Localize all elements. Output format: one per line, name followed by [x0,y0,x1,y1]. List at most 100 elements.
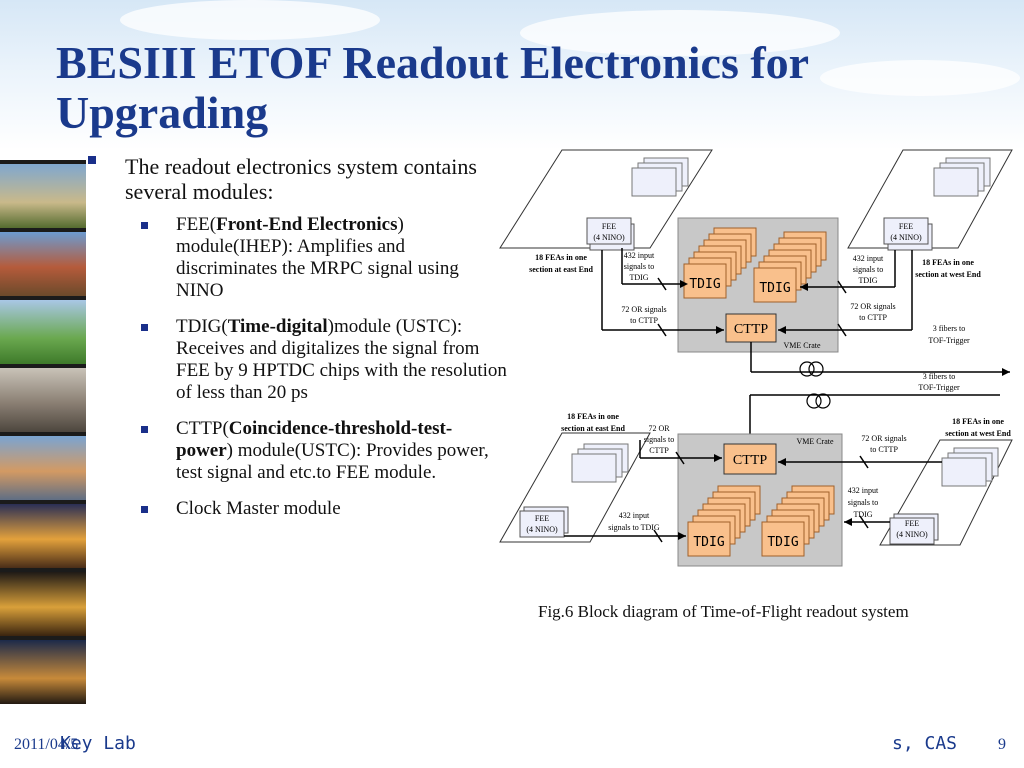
fee-block [889,517,935,545]
bullet-bold-term: Time-digital [227,316,328,337]
fee-label: FEE [899,222,913,231]
signal-label: CTTP [649,446,669,455]
fea-board [933,167,979,197]
campus-photo [0,504,86,568]
fea-board [631,167,677,197]
bullet-text: )module (USTC): Receives and digitalizes… [176,316,507,403]
signal-arrows [564,440,942,543]
signal-label: to CTTP [859,313,887,322]
fee-block [519,510,565,538]
arrowheads [678,454,852,540]
tdig-stack [683,227,757,299]
cttp-label: CTTP [733,453,767,468]
bullet-text: FEE( [176,214,217,235]
east-end-label: section at east End [529,265,593,274]
campus-photo [0,300,86,364]
cloud [520,10,840,56]
header-sky-background [0,0,1024,150]
fee-label: FEE [905,519,919,528]
signal-label: 72 OR signals [850,302,895,311]
fibers-label: 3 fibers to [923,372,955,381]
signal-label: 432 input [853,254,884,263]
bullet-text: ) module(USTC): Provides power, test sig… [176,440,489,483]
bullet-list: The readout electronics system contains … [88,154,508,534]
bullet-bold-term: Coincidence-threshold-test-power [176,418,453,461]
bullet-intro: The readout electronics system contains … [88,154,508,204]
campus-photo [0,368,86,432]
east-end-label: 18 FEAs in one [535,253,587,262]
signal-label: 72 OR [648,424,670,433]
tdig-label: TDIG [693,535,724,550]
signal-label: 72 OR signals [621,305,666,314]
fee-label: (4 NINO) [593,233,625,242]
signal-label: TDIG [858,276,877,285]
tdig-stack [761,485,835,557]
east-end-label: 18 FEAs in one [567,412,619,421]
fiber-coupler-icon [799,361,824,377]
fee-label: (4 NINO) [526,525,558,534]
bullet-text: CTTP( [176,418,229,439]
slide-title: BESIII ETOF Readout Electronics for Upgr… [56,37,809,138]
bullet-square-icon [141,426,148,433]
campus-photo [0,572,86,636]
tdig-stack [687,485,761,557]
bullet-square-icon [141,506,148,513]
tdig-label: TDIG [767,535,798,550]
fea-board [941,457,987,487]
footer-institution-end: s, CAS [892,733,958,754]
bullet-text: The readout electronics system contains … [125,154,477,204]
campus-photo-strip [0,160,86,704]
campus-photo [0,640,86,704]
bullet-tdig: TDIG(Time-digital)module (USTC): Receive… [88,316,508,404]
tdig-stack [753,231,827,303]
bullet-square-icon [88,156,96,164]
fiber-coupler-icon [806,393,831,409]
cttp-block [725,313,777,343]
west-end-label: section at west End [915,270,981,279]
signal-label: TDIG [853,510,872,519]
cloud [120,0,380,40]
signal-label: TDIG [629,273,648,282]
tof-readout-block-diagram: FEE (4 NINO) FEE (4 NINO) TDIG TDIG CTTP… [499,149,1013,567]
bullet-square-icon [141,222,148,229]
tdig-label: TDIG [689,277,720,292]
campus-photo [0,436,86,500]
vme-crate-label: VME Crate [796,437,834,446]
signal-label: signals to [853,265,883,274]
west-end-label: 18 FEAs in one [952,417,1004,426]
east-end-label: section at east End [561,424,625,433]
west-end-label: 18 FEAs in one [922,258,974,267]
fee-block [586,217,632,245]
arrowheads [680,280,1010,376]
bullet-text: Clock Master module [176,498,341,519]
signal-label: 432 input [848,486,879,495]
campus-photo [0,164,86,228]
signal-label: to CTTP [630,316,658,325]
signal-label: signals to [624,262,654,271]
cloud [820,60,1020,96]
bullet-text: TDIG( [176,316,228,337]
cttp-label: CTTP [734,322,768,337]
campus-photo [0,232,86,296]
figure-caption: Fig.6 Block diagram of Time-of-Flight re… [538,602,909,621]
signal-label: signals to [644,435,674,444]
bullet-cttp: CTTP(Coincidence-threshold-test-power) m… [88,418,508,484]
bullet-square-icon [141,324,148,331]
signal-label: 432 input [619,511,650,520]
footer-institution: Key Lab [60,733,136,754]
fibers-label: TOF-Trigger [918,383,960,392]
bullet-clock: Clock Master module [88,498,508,520]
vme-crate-label: VME Crate [783,341,821,350]
tdig-label: TDIG [759,281,790,296]
fee-label: FEE [602,222,616,231]
fee-label: FEE [535,514,549,523]
fibers-label: TOF-Trigger [928,336,970,345]
signal-label: signals to TDIG [608,523,660,532]
fee-block [883,217,929,245]
signal-label: 432 input [624,251,655,260]
fee-label: (4 NINO) [896,530,928,539]
bullet-bold-term: Front-End Electronics [216,214,398,235]
fee-label: (4 NINO) [890,233,922,242]
signal-label: 72 OR signals [861,434,906,443]
fea-board [571,453,617,483]
